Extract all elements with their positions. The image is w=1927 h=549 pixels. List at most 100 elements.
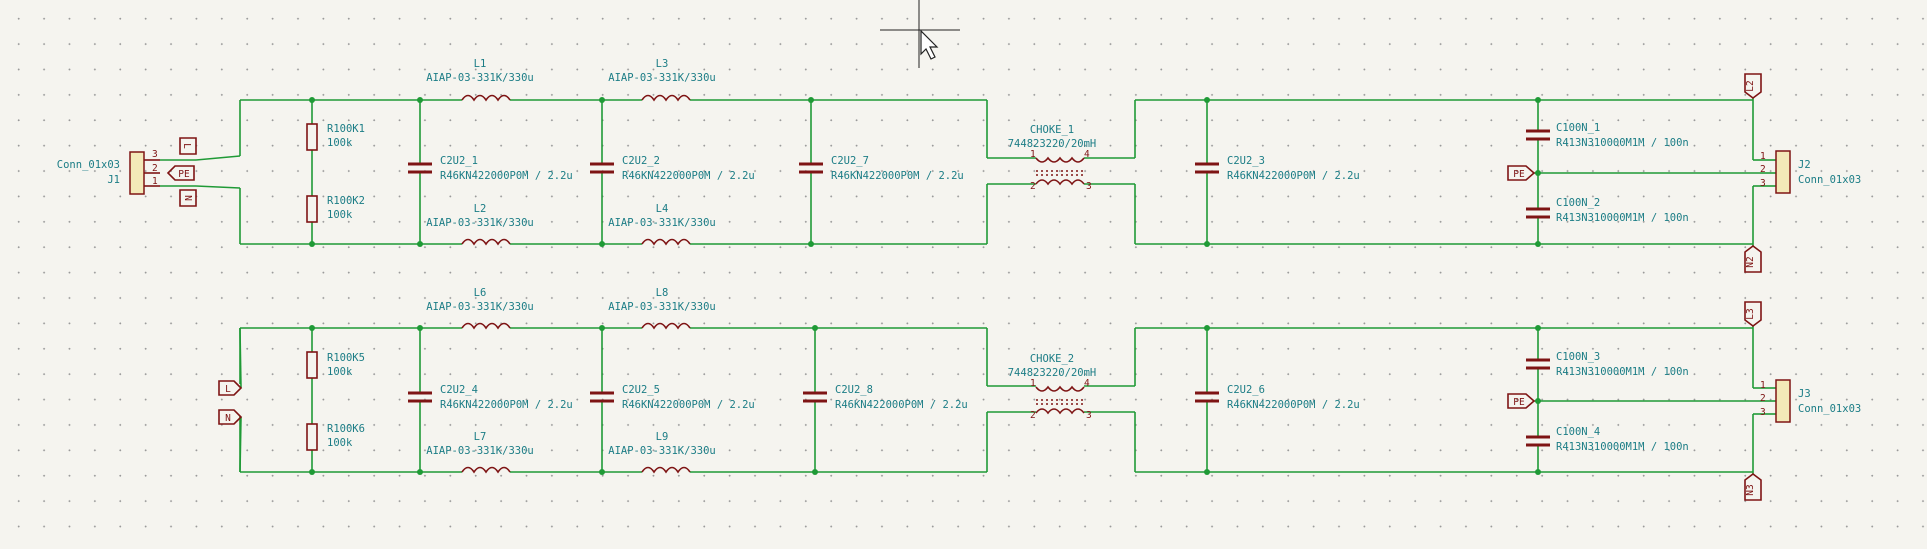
inductor-l9[interactable]: L9 AIAP-03-331K/330u <box>608 431 716 474</box>
svg-text:C2U2_4: C2U2_4 <box>440 384 478 396</box>
svg-text:L9: L9 <box>656 431 669 443</box>
capacitor-c100n-2[interactable]: C100N_2 R413N310000M1M / 100n <box>1526 197 1689 224</box>
svg-text:R100K1: R100K1 <box>327 123 365 135</box>
choke-2[interactable]: CHOKE_2 744823220/20mH 1 4 2 3 <box>1008 353 1097 421</box>
junction-dot <box>1535 241 1541 247</box>
svg-text:N: N <box>184 195 195 201</box>
svg-text:N2: N2 <box>1745 256 1756 267</box>
junction-dot <box>599 469 605 475</box>
net-label-pe-j3[interactable]: PE <box>1507 393 1536 409</box>
net-label-pe-j2[interactable]: PE <box>1507 165 1536 181</box>
resistor-r100k5[interactable]: R100K5 100k <box>306 351 365 379</box>
inductor-l8[interactable]: L8 AIAP-03-331K/330u <box>608 287 716 330</box>
j1-pin-3: 3 <box>152 149 158 160</box>
resistor-r100k2[interactable]: R100K2 100k <box>306 195 365 223</box>
net-label-n2[interactable]: N2 <box>1744 245 1762 273</box>
net-label-n-bottom[interactable]: N <box>218 409 243 425</box>
svg-text:C2U2_5: C2U2_5 <box>622 384 660 396</box>
junction-dot <box>1204 325 1210 331</box>
svg-text:L3: L3 <box>1745 308 1756 319</box>
svg-text:C2U2_7: C2U2_7 <box>831 155 869 167</box>
capacitor-c100n-3[interactable]: C100N_3 R413N310000M1M / 100n <box>1526 351 1689 378</box>
capacitor-c2u2-6[interactable]: C2U2_6 R46KN422000P0M / 2.2u <box>1195 384 1360 411</box>
capacitor-c2u2-2[interactable]: C2U2_2 R46KN422000P0M / 2.2u <box>590 155 755 182</box>
svg-text:C2U2_2: C2U2_2 <box>622 155 660 167</box>
wire-segment <box>195 185 241 189</box>
net-label-n-j1[interactable]: N <box>179 189 197 207</box>
svg-text:L2: L2 <box>474 203 487 215</box>
capacitor-c2u2-3[interactable]: C2U2_3 R46KN422000P0M / 2.2u <box>1195 155 1360 182</box>
resistor-r100k6[interactable]: R100K6 100k <box>306 423 365 451</box>
connector-j2[interactable]: 1 2 3 J2 Conn_01x03 <box>1760 150 1861 194</box>
svg-text:744823220/20mH: 744823220/20mH <box>1008 138 1097 150</box>
svg-text:L6: L6 <box>474 287 487 299</box>
svg-text:L2: L2 <box>1745 80 1756 91</box>
svg-text:PE: PE <box>1513 397 1525 408</box>
svg-text:CHOKE_1: CHOKE_1 <box>1030 124 1074 136</box>
svg-text:L1: L1 <box>474 58 487 70</box>
svg-text:R46KN422000P0M / 2.2u: R46KN422000P0M / 2.2u <box>1227 170 1360 182</box>
crosshair-cursor-icon <box>880 0 960 68</box>
svg-text:L8: L8 <box>656 287 669 299</box>
svg-text:L3: L3 <box>656 58 669 70</box>
capacitor-c100n-1[interactable]: C100N_1 R413N310000M1M / 100n <box>1526 122 1689 149</box>
net-label-l3[interactable]: L3 <box>1744 301 1762 327</box>
svg-text:R46KN422000P0M / 2.2u: R46KN422000P0M / 2.2u <box>835 399 968 411</box>
svg-text:AIAP-03-331K/330u: AIAP-03-331K/330u <box>608 72 715 84</box>
net-label-l-bottom[interactable]: L <box>218 380 243 396</box>
junction-dot <box>599 241 605 247</box>
capacitor-c2u2-4[interactable]: C2U2_4 R46KN422000P0M / 2.2u <box>408 384 573 411</box>
capacitor-c2u2-1[interactable]: C2U2_1 R46KN422000P0M / 2.2u <box>408 155 573 182</box>
svg-text:3: 3 <box>1760 407 1766 418</box>
svg-text:AIAP-03-331K/330u: AIAP-03-331K/330u <box>426 301 533 313</box>
net-label-pe-j1[interactable]: PE <box>166 165 195 181</box>
net-label-l-j1[interactable]: L <box>179 137 197 155</box>
net-label-l2[interactable]: L2 <box>1744 73 1762 99</box>
inductor-l6[interactable]: L6 AIAP-03-331K/330u <box>426 287 534 330</box>
inductor-l7[interactable]: L7 AIAP-03-331K/330u <box>426 431 534 474</box>
j1-value: Conn_01x03 <box>57 159 120 171</box>
svg-text:AIAP-03-331K/330u: AIAP-03-331K/330u <box>426 217 533 229</box>
inductor-l1[interactable]: L1 AIAP-03-331K/330u <box>426 58 534 102</box>
inductor-l2[interactable]: L2 AIAP-03-331K/330u <box>426 203 534 246</box>
junction-dot <box>812 325 818 331</box>
svg-text:R46KN422000P0M / 2.2u: R46KN422000P0M / 2.2u <box>440 170 573 182</box>
junction-dot <box>599 325 605 331</box>
junction-dot <box>1535 398 1541 404</box>
svg-text:L4: L4 <box>656 203 669 215</box>
j1-pin-1: 1 <box>152 176 158 187</box>
connector-j3[interactable]: 1 2 3 J3 Conn_01x03 <box>1760 379 1861 423</box>
svg-text:AIAP-03-331K/330u: AIAP-03-331K/330u <box>426 445 533 457</box>
j1-ref: J1 <box>107 174 120 186</box>
net-label-n3[interactable]: N3 <box>1744 473 1762 501</box>
svg-text:J2: J2 <box>1798 159 1811 171</box>
junction-dot <box>417 97 423 103</box>
choke-1[interactable]: CHOKE_1 744823220/20mH 1 4 2 3 <box>1008 124 1097 192</box>
junction-dot <box>309 97 315 103</box>
junction-dot <box>1204 241 1210 247</box>
junction-dot <box>417 241 423 247</box>
junction-dot <box>808 241 814 247</box>
svg-text:R100K6: R100K6 <box>327 423 365 435</box>
inductor-l3[interactable]: L3 AIAP-03-331K/330u <box>608 58 716 102</box>
svg-text:1: 1 <box>1760 380 1766 391</box>
svg-text:1: 1 <box>1760 151 1766 162</box>
svg-text:AIAP-03-331K/330u: AIAP-03-331K/330u <box>608 445 715 457</box>
capacitor-c2u2-7[interactable]: C2U2_7 R46KN422000P0M / 2.2u <box>799 155 964 182</box>
svg-text:R100K2: R100K2 <box>327 195 365 207</box>
junction-dot <box>1535 325 1541 331</box>
svg-text:C2U2_3: C2U2_3 <box>1227 155 1265 167</box>
svg-text:3: 3 <box>1086 181 1092 192</box>
capacitor-c2u2-5[interactable]: C2U2_5 R46KN422000P0M / 2.2u <box>590 384 755 411</box>
wire-segment <box>195 155 241 161</box>
resistor-r100k1[interactable]: R100K1 100k <box>306 123 365 151</box>
connector-j1[interactable]: 3 2 1 Conn_01x03 J1 <box>57 149 160 195</box>
svg-text:L: L <box>225 384 231 395</box>
capacitor-c2u2-8[interactable]: C2U2_8 R46KN422000P0M / 2.2u <box>803 384 968 411</box>
inductor-l4[interactable]: L4 AIAP-03-331K/330u <box>608 203 716 246</box>
svg-text:L: L <box>181 143 192 149</box>
svg-text:2: 2 <box>1760 393 1766 404</box>
capacitor-c100n-4[interactable]: C100N_4 R413N310000M1M / 100n <box>1526 426 1689 453</box>
